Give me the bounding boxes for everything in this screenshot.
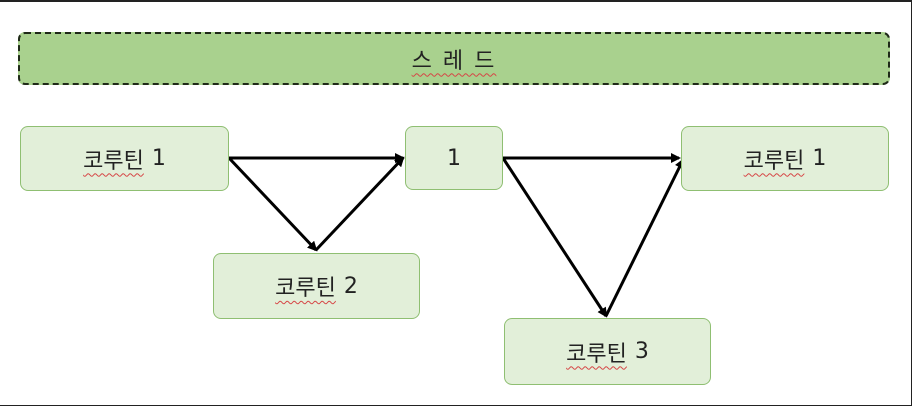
coroutine-3-box: 코루틴 3 (504, 318, 711, 385)
middle-1-num: 1 (447, 145, 461, 171)
coroutine-1-end-word: 코루틴 (743, 148, 805, 174)
thread-label: 스 레 드 (411, 48, 497, 74)
middle-1-box: 1 (405, 126, 503, 190)
coroutine-2-box: 코루틴 2 (213, 253, 420, 319)
coroutine-3-num: 3 (634, 339, 649, 364)
arrow-c2-to-mid (314, 156, 405, 252)
coroutine-2-num: 2 (343, 273, 358, 299)
arrow-c3-to-c1end (604, 158, 685, 317)
coroutine-1-end-box: 코루틴 1 (681, 126, 889, 191)
arrow-mid-to-c3 (501, 157, 608, 318)
arrow-c1-to-c2 (227, 156, 318, 252)
coroutine-1-start-word: 코루틴 (83, 148, 144, 174)
coroutine-1-start-num: 1 (151, 146, 166, 171)
coroutine-1-end-num: 1 (812, 146, 827, 171)
coroutine-1-start-box: 코루틴 1 (20, 126, 229, 191)
coroutine-2-word: 코루틴 (275, 276, 336, 301)
coroutine-3-word: 코루틴 (566, 341, 627, 367)
thread-bar: 스 레 드 (18, 32, 890, 85)
